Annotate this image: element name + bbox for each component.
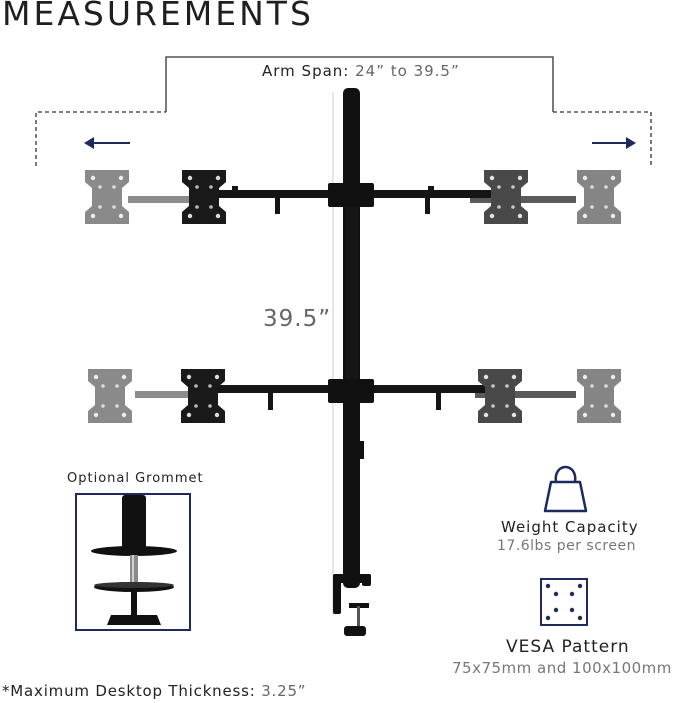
- desk-thickness-note: *Maximum Desktop Thickness: 3.25”: [2, 682, 306, 700]
- grommet-illustration: [91, 495, 177, 625]
- vesa-pattern-title: VESA Pattern: [506, 637, 630, 657]
- arm-span-value: 24” to 39.5”: [355, 62, 460, 80]
- arm-span-key: Arm Span:: [262, 62, 350, 80]
- arm-span-bracket: [35, 56, 652, 166]
- desk-thickness-label: *Maximum Desktop Thickness:: [2, 682, 256, 700]
- arrow-right-icon: [592, 137, 636, 149]
- page-title: MEASUREMENTS: [2, 0, 314, 33]
- grommet-detail-box: [75, 493, 191, 631]
- weight-capacity-title: Weight Capacity: [501, 518, 639, 536]
- weight-icon: [543, 465, 588, 513]
- vesa-pattern-icon: [540, 578, 588, 626]
- grommet-title: Optional Grommet: [67, 471, 204, 486]
- height-value: 39.5”: [263, 306, 332, 332]
- desk-thickness-value: 3.25”: [261, 682, 307, 700]
- desk-clamp: [333, 574, 371, 636]
- weight-capacity-value: 17.6lbs per screen: [497, 538, 636, 554]
- vesa-pattern-value: 75x75mm and 100x100mm: [452, 659, 672, 677]
- arrow-left-icon: [84, 137, 130, 149]
- arm-span-label: Arm Span: 24” to 39.5”: [262, 62, 460, 80]
- mount-pole: [343, 88, 364, 588]
